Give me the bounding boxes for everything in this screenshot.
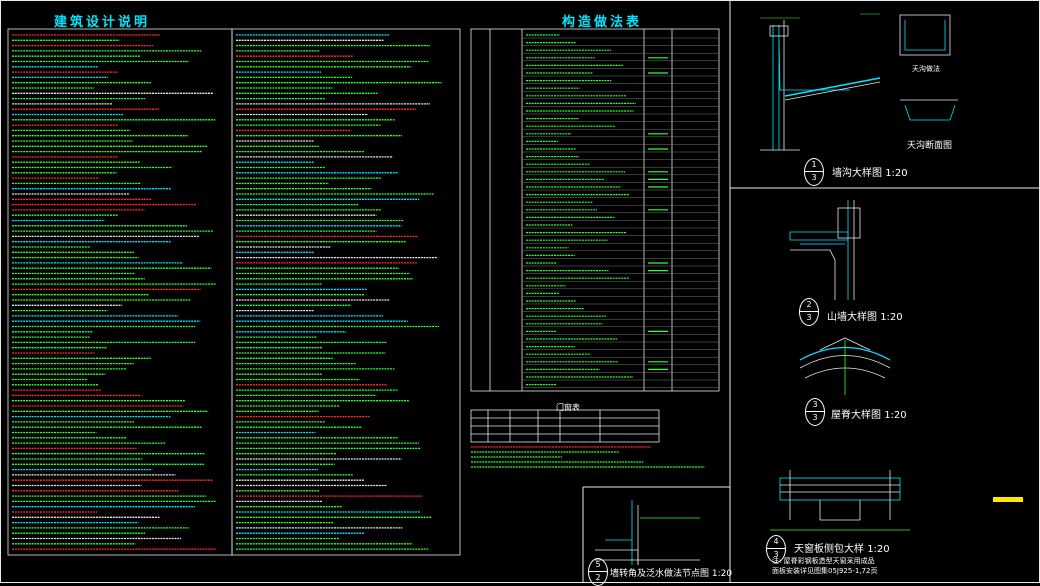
skylight-section-label: 天沟断面图 <box>907 141 953 151</box>
detail-corner <box>595 500 700 565</box>
detail-4-title: 天窗板侧包大样 1:20 <box>794 544 890 555</box>
table-notes <box>471 446 705 468</box>
yellow-marker <box>993 497 1023 502</box>
door-window-table <box>470 409 660 443</box>
detail-skylight <box>770 470 910 531</box>
bottom-note-line1: 注: 屋脊彩钢板造型天窗采用成品 <box>772 557 875 565</box>
construction-table <box>470 28 720 392</box>
bottom-note-line2: 面板安装详见图集05J925-1,72页 <box>772 567 878 575</box>
door-window-table-title: 门窗表 <box>556 403 580 412</box>
detail-3-title: 屋脊大样图 1:20 <box>831 410 907 421</box>
design-notes-title: 建筑设计说明 <box>54 15 151 30</box>
detail-gable <box>789 200 861 300</box>
design-notes-table <box>7 28 461 556</box>
construction-table-rows <box>522 34 719 388</box>
detail-1-title: 墙沟大样图 1:20 <box>832 168 908 179</box>
detail-ridge <box>799 337 891 395</box>
detail-gutter-dims <box>760 13 880 19</box>
detail-2-title: 山墙大样图 1:20 <box>827 312 903 323</box>
detail-gutter <box>760 14 958 151</box>
detail-5-title: 墙转角及泛水做法节点图 1:20 <box>610 569 733 579</box>
design-notes-lines <box>12 34 442 550</box>
waterproof-label: 天沟做法 <box>912 65 940 73</box>
construction-table-title: 构造做法表 <box>562 15 643 30</box>
